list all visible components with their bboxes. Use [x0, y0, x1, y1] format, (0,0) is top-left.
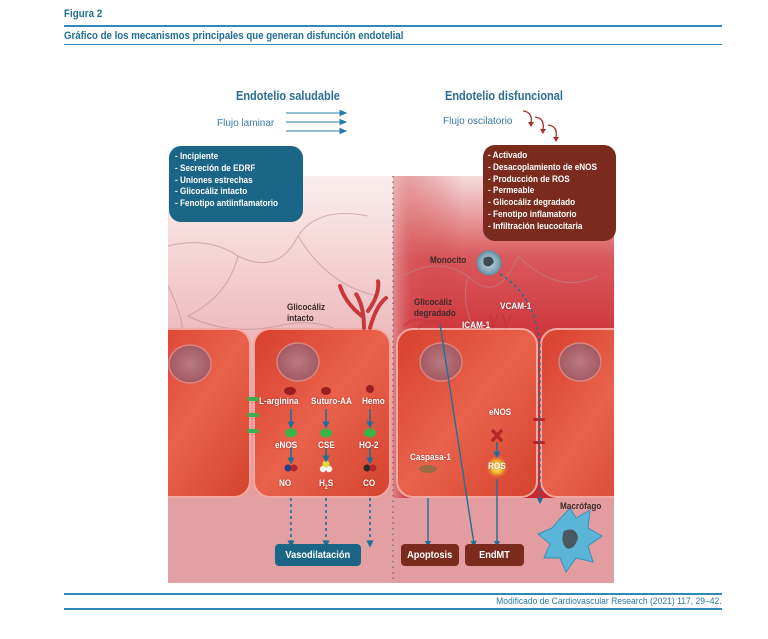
healthy-feature: - Fenotipo antiinflamatorio — [175, 198, 279, 210]
product-co: CO — [363, 478, 376, 489]
substrate-heme: Hemo — [362, 396, 385, 407]
outcome-endmt: EndMT — [465, 544, 524, 566]
footer-rule-bottom — [64, 608, 722, 610]
glycocalyx-intact-line2: intacto — [287, 313, 314, 324]
oscillatory-flow-label: Flujo oscilatorio — [443, 116, 513, 127]
healthy-feature: - Glicocáliz intacto — [175, 186, 248, 198]
enzyme-enos: eNOS — [275, 440, 298, 451]
h2s-subscript: 2 — [324, 484, 328, 491]
glycocalyx-degraded-line1: Glicocáliz — [414, 297, 453, 308]
endothelium-illustration — [168, 176, 614, 583]
outcome-vasodilation-text: Vasodilatación — [285, 549, 351, 561]
h2s-s: S — [327, 478, 334, 489]
endothelium-artwork — [168, 176, 614, 583]
enos-uncoupled-label: eNOS — [489, 407, 512, 418]
h2s-h: H — [319, 478, 325, 489]
glycocalyx-degraded-line2: degradado — [414, 308, 456, 319]
product-no: NO — [279, 478, 292, 489]
vcam-label: VCAM-1 — [500, 301, 532, 312]
dysfunctional-feature: - Desacoplamiento de eNOS — [488, 161, 597, 173]
healthy-feature: - Uniones estrechas — [175, 174, 253, 186]
glycocalyx-intact-label: Glicocáliz intacto — [287, 302, 325, 324]
figure-caption: Gráfico de los mecanismos principales qu… — [64, 30, 404, 42]
product-h2s: H2S — [319, 478, 333, 491]
dysfunctional-feature: - Activado — [488, 150, 528, 161]
healthy-feature: - Secreción de EDRF — [175, 162, 256, 174]
healthy-features-box: - Incipiente - Secreción de EDRF - Union… — [169, 146, 303, 222]
substrate-sulfur-aa: Suturo-AA — [311, 396, 352, 407]
caption-rule — [64, 44, 722, 45]
icam-label: ICAM-1 — [462, 320, 491, 331]
dysfunctional-feature: - Glicocáliz degradado — [488, 197, 576, 209]
dysfunctional-feature: - Infiltración leucocitaria — [488, 220, 583, 232]
footer-rule-top — [64, 593, 722, 595]
outcome-apoptosis-text: Apoptosis — [407, 549, 453, 561]
healthy-title: Endotelio saludable — [236, 89, 340, 103]
dysfunctional-feature: - Fenotipo inflamatorio — [488, 208, 577, 220]
laminar-flow-arrows-icon — [286, 109, 348, 135]
laminar-flow-label: Flujo laminar — [217, 118, 275, 129]
outcome-endmt-text: EndMT — [479, 549, 510, 561]
dysfunctional-features-box: - Activado - Desacoplamiento de eNOS - P… — [483, 145, 616, 241]
figure-label: Figura 2 — [64, 8, 103, 20]
enzyme-cse: CSE — [318, 440, 335, 451]
substrate-l-arginine: L-arginina — [259, 396, 299, 407]
figure-credit: Modificado de Cardiovascular Research (2… — [496, 596, 722, 607]
header-rule — [64, 25, 722, 27]
healthy-feature: - Incipiente — [175, 151, 219, 162]
outcome-apoptosis: Apoptosis — [401, 544, 459, 566]
glycocalyx-intact-line1: Glicocáliz — [287, 302, 326, 313]
caspase-label: Caspasa-1 — [410, 452, 451, 463]
monocyte-label: Monocito — [430, 255, 467, 266]
dysfunctional-feature: - Producción de ROS — [488, 173, 570, 185]
dysfunctional-title: Endotelio disfuncional — [445, 89, 563, 103]
ros-label: ROS — [488, 461, 506, 472]
outcome-vasodilation: Vasodilatación — [275, 544, 361, 566]
dysfunctional-feature: - Permeable — [488, 185, 535, 197]
glycocalyx-degraded-label: Glicocáliz degradado — [414, 297, 456, 319]
enzyme-ho2: HO-2 — [359, 440, 379, 451]
macrophage-label: Macrófago — [560, 501, 602, 512]
oscillatory-flow-arrows-icon — [522, 110, 559, 142]
